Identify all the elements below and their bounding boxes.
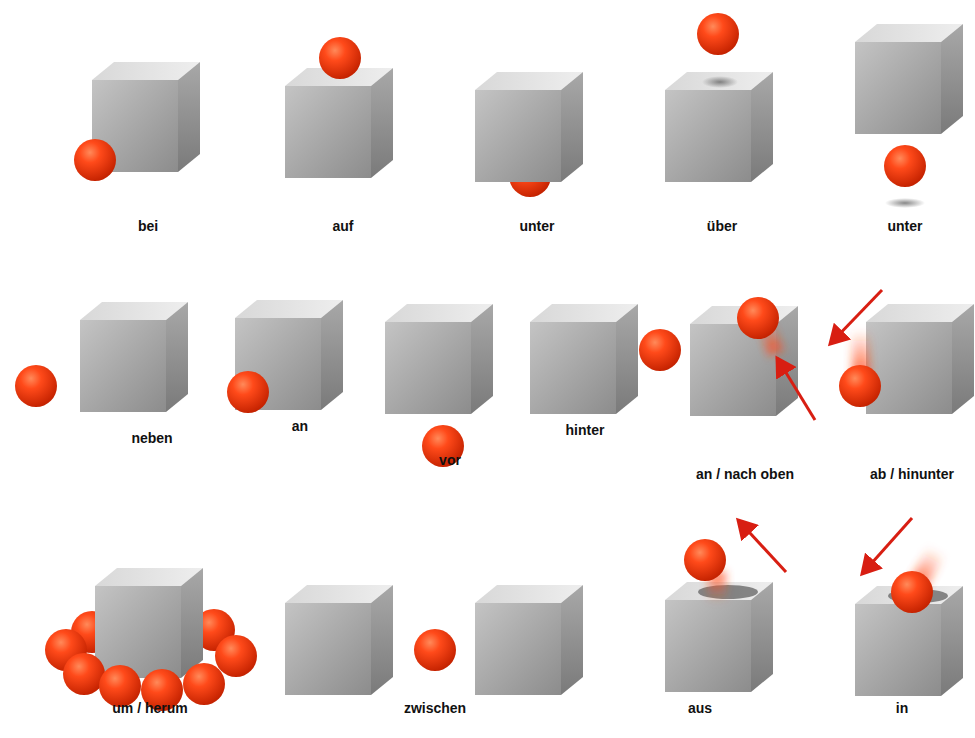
preposition-label: neben — [131, 430, 172, 447]
um-herum-scene — [45, 568, 257, 711]
auf-scene — [285, 37, 393, 178]
preposition-label: unter — [888, 218, 923, 235]
preposition-label: auf — [333, 218, 354, 235]
in-scene — [855, 518, 963, 696]
preposition-label: hinter — [566, 422, 605, 439]
hinter-scene — [530, 304, 681, 414]
preposition-label: zwischen — [404, 700, 466, 717]
preposition-label: bei — [138, 218, 158, 235]
preposition-label: an / nach oben — [696, 466, 794, 483]
ueber-scene — [665, 13, 773, 182]
zwischen-scene — [285, 585, 583, 695]
bei-scene — [74, 62, 200, 181]
preposition-label: an — [292, 418, 308, 435]
preposition-label: über — [707, 218, 737, 235]
neben-scene — [15, 302, 188, 412]
preposition-label: aus — [688, 700, 712, 717]
vor-scene — [385, 304, 493, 467]
unter-scene-2 — [855, 24, 963, 208]
preposition-label: unter — [520, 218, 555, 235]
preposition-label: vor — [439, 452, 461, 469]
preposition-label: ab / hinunter — [870, 466, 954, 483]
ab-hinunter-scene — [839, 304, 974, 414]
unter-scene — [475, 72, 583, 197]
an-scene — [227, 300, 343, 413]
preposition-label: um / herum — [112, 700, 187, 717]
aus-scene — [665, 520, 786, 692]
preposition-label: in — [896, 700, 908, 717]
an-nach-oben-scene — [690, 290, 882, 420]
